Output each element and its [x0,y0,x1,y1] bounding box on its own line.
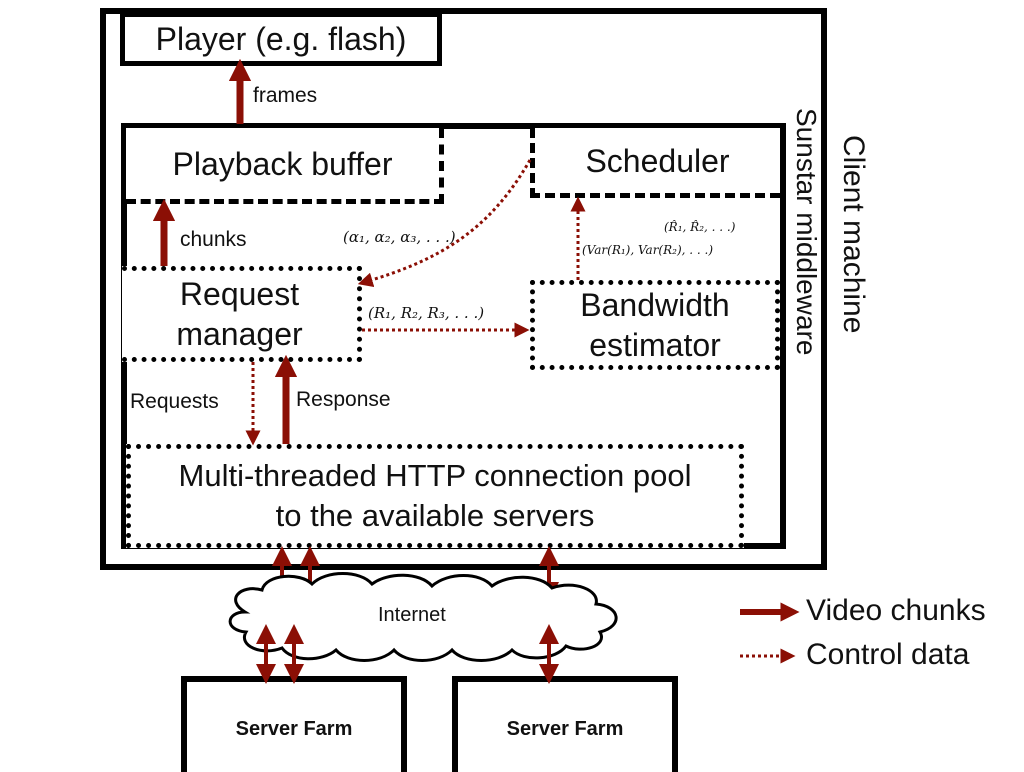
chunks-label: chunks [180,228,247,251]
request-manager-box: Request manager [122,266,362,362]
legend-solid-label: Video chunks [806,594,986,627]
server-farm-2: Server Farm [452,676,678,772]
alpha-control-arrow [357,159,532,288]
requests-label: Requests [130,390,219,413]
player-label: Player (e.g. flash) [155,21,407,57]
connection-pool-box: Multi-threaded HTTP connection pool to t… [126,444,744,548]
alpha-label: (α₁, α₂, α₃, . . .) [343,228,456,246]
bandwidth-estimator-line2: estimator [589,327,721,363]
internet-label: Internet [378,604,446,626]
bandwidth-estimator-line1: Bandwidth [580,287,730,323]
server-farm-1-label: Server Farm [235,718,353,740]
connection-pool-line2: to the available servers [275,498,595,533]
sunstar-middleware-label: Sunstar middleware [791,108,822,356]
player-box: Player (e.g. flash) [120,12,442,66]
client-machine-label: Client machine [837,135,870,334]
rhat-label: (R̂₁, R̂₂, . . .) [664,220,736,234]
scheduler-label: Scheduler [585,142,730,179]
internet-cloud [228,572,618,662]
connection-pool-line1: Multi-threaded HTTP connection pool [178,458,692,493]
request-manager-line2: manager [176,316,303,352]
r-label: (R₁, R₂, R₃, . . .) [368,304,485,322]
request-manager-line1: Request [179,276,300,312]
server-farm-2-label: Server Farm [506,718,624,740]
playback-buffer-box: Playback buffer [126,128,444,204]
scheduler-box: Scheduler [530,128,780,198]
playback-buffer-label: Playback buffer [172,145,393,182]
var-label: (Var(R₁), Var(R₂), . . .) [582,243,714,257]
response-label: Response [296,388,391,411]
bandwidth-estimator-box: Bandwidth estimator [530,280,780,370]
legend-dotted-label: Control data [806,638,970,671]
frames-label: frames [253,84,318,107]
